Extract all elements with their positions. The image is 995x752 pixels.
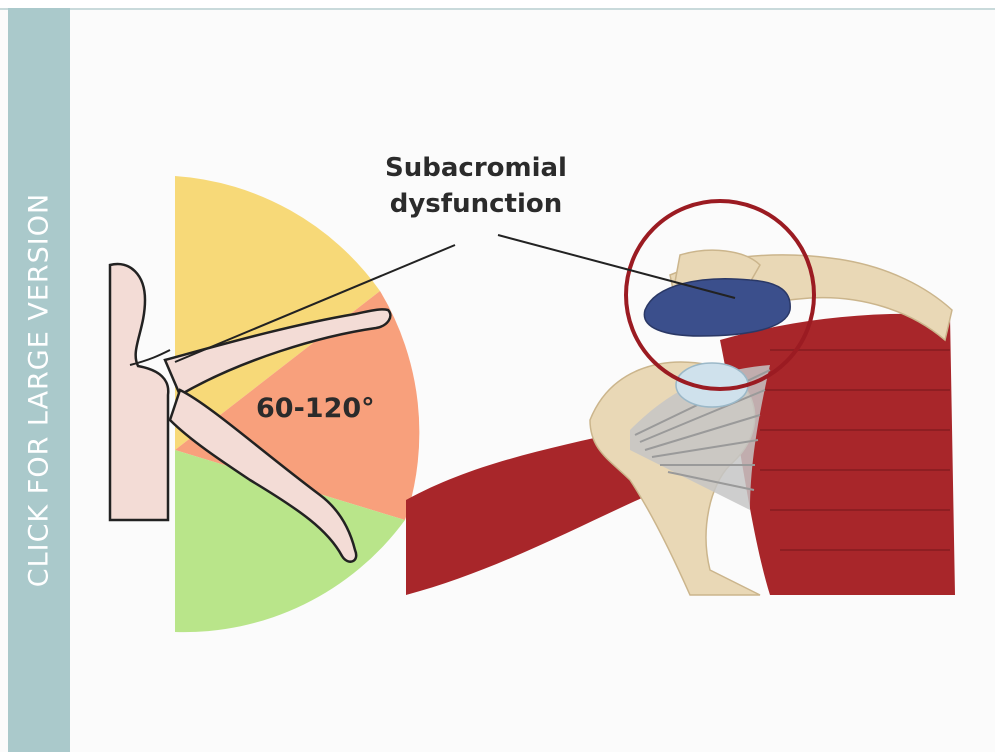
torso xyxy=(110,264,168,520)
shoulder-anatomy xyxy=(406,201,955,595)
right-muscle xyxy=(720,314,955,595)
shoulder-diagram[interactable]: Subacromial dysfunction 60-120° xyxy=(70,10,995,752)
diagram-illustration xyxy=(70,10,995,752)
range-of-motion-label: 60-120° xyxy=(256,393,375,424)
callout-line-2: dysfunction xyxy=(366,186,586,222)
callout-line-1: Subacromial xyxy=(366,150,586,186)
bursa xyxy=(644,279,790,336)
top-border xyxy=(0,0,995,10)
large-version-label: CLICK FOR LARGE VERSION xyxy=(24,193,55,587)
large-version-button[interactable]: CLICK FOR LARGE VERSION xyxy=(8,8,70,752)
callout-label: Subacromial dysfunction xyxy=(366,150,586,222)
